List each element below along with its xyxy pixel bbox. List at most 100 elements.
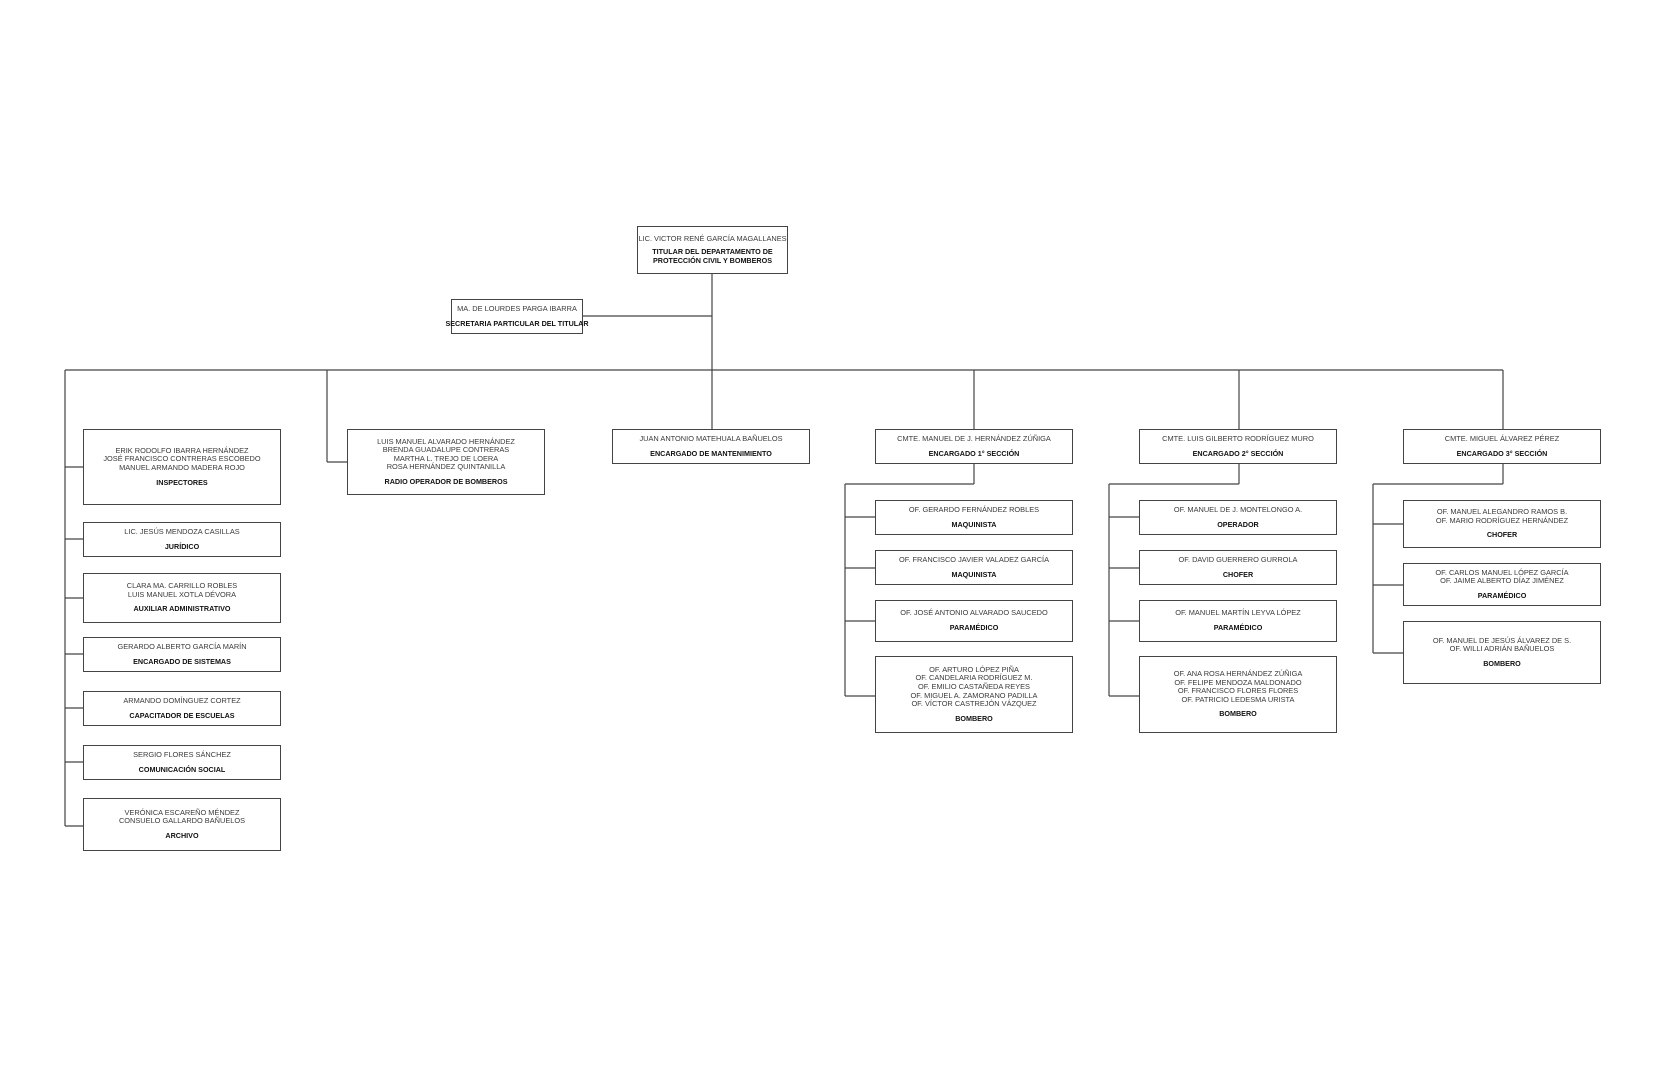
- person-name: LUIS MANUEL ALVARADO HERNÁNDEZ: [377, 436, 515, 446]
- radio-role: RADIO OPERADOR DE BOMBEROS: [384, 476, 508, 486]
- person-name: BRENDA GUADALUPE CONTRERAS: [382, 445, 510, 455]
- member-names: OF. DAVID GUERRERO GURROLA: [1178, 554, 1298, 565]
- capacitador-box: ARMANDO DOMÍNGUEZ CORTEZ CAPACITADOR DE …: [83, 691, 281, 726]
- section2-head-role: ENCARGADO 2° SECCIÓN: [1192, 448, 1284, 458]
- secretary-role: SECRETARIA PARTICULAR DEL TITULAR: [445, 318, 589, 328]
- juridico-role: JURÍDICO: [164, 541, 200, 551]
- section2-member-box: OF. MANUEL DE J. MONTELONGO A. OPERADOR: [1139, 500, 1337, 535]
- mantenimiento-box: JUAN ANTONIO MATEHUALA BAÑUELOS ENCARGAD…: [612, 429, 810, 464]
- head-names: LIC. VICTOR RENÉ GARCÍA MAGALLANES: [638, 233, 787, 244]
- person-name: OF. MARIO RODRÍGUEZ HERNÁNDEZ: [1435, 515, 1569, 525]
- role-line: TITULAR DEL DEPARTAMENTO DE: [652, 247, 773, 257]
- person-name: OF. PATRICIO LEDESMA URISTA: [1181, 694, 1295, 704]
- section1-head-role: ENCARGADO 1° SECCIÓN: [928, 448, 1020, 458]
- member-role: PARAMÉDICO: [949, 623, 999, 632]
- person-name: JUAN ANTONIO MATEHUALA BAÑUELOS: [639, 433, 783, 443]
- comunicacion-role: COMUNICACIÓN SOCIAL: [138, 764, 226, 774]
- archivo-names: VERÓNICA ESCAREÑO MÉNDEZ CONSUELO GALLAR…: [119, 807, 245, 826]
- inspectores-box: ERIK RODOLFO IBARRA HERNÁNDEZ JOSÉ FRANC…: [83, 429, 281, 505]
- member-names: OF. MANUEL DE J. MONTELONGO A.: [1173, 504, 1303, 515]
- mantenimiento-role: ENCARGADO DE MANTENIMIENTO: [650, 448, 772, 458]
- capacitador-role: CAPACITADOR DE ESCUELAS: [129, 710, 235, 720]
- section3-head-box: CMTE. MIGUEL ÁLVAREZ PÉREZ ENCARGADO 3° …: [1403, 429, 1601, 464]
- member-role: PARAMÉDICO: [1213, 623, 1263, 632]
- member-names: OF. MANUEL ALEGANDRO RAMOS B. OF. MARIO …: [1436, 508, 1568, 525]
- person-name: OF. ARTURO LÓPEZ PIÑA: [929, 664, 1019, 674]
- person-name: OF. EMILIO CASTAÑEDA REYES: [918, 681, 1030, 691]
- person-name: LUIS MANUEL XOTLA DÉVORA: [127, 589, 237, 599]
- person-name: LIC. JESÚS MENDOZA CASILLAS: [124, 526, 240, 536]
- person-name: JOSÉ FRANCISCO CONTRERAS ESCOBEDO: [103, 454, 261, 464]
- member-names: OF. FRANCISCO JAVIER VALADEZ GARCÍA: [898, 554, 1050, 565]
- person-name: OF. MANUEL ALEGANDRO RAMOS B.: [1436, 507, 1568, 517]
- person-name: OF. ANA ROSA HERNÁNDEZ ZÚÑIGA: [1173, 669, 1303, 679]
- member-names: OF. CARLOS MANUEL LÓPEZ GARCÍA OF. JAIME…: [1435, 567, 1569, 586]
- juridico-box: LIC. JESÚS MENDOZA CASILLAS JURÍDICO: [83, 522, 281, 557]
- section3-member-box: OF. CARLOS MANUEL LÓPEZ GARCÍA OF. JAIME…: [1403, 563, 1601, 606]
- person-name: OF. MANUEL DE JESÚS ÁLVAREZ DE S.: [1432, 635, 1572, 645]
- inspectores-role: INSPECTORES: [156, 477, 208, 487]
- mantenimiento-names: JUAN ANTONIO MATEHUALA BAÑUELOS: [639, 433, 783, 444]
- person-name: CMTE. MIGUEL ÁLVAREZ PÉREZ: [1444, 433, 1560, 443]
- member-role: MAQUINISTA: [951, 519, 997, 529]
- person-name: OF. MIGUEL A. ZAMORANO PADILLA: [910, 690, 1038, 700]
- member-names: OF. ANA ROSA HERNÁNDEZ ZÚÑIGA OF. FELIPE…: [1173, 669, 1303, 704]
- juridico-names: LIC. JESÚS MENDOZA CASILLAS: [124, 526, 240, 537]
- section2-member-box: OF. MANUEL MARTÍN LEYVA LÓPEZ PARAMÉDICO: [1139, 600, 1337, 642]
- person-name: ERIK RODOLFO IBARRA HERNÁNDEZ: [115, 445, 249, 455]
- section2-member-box: OF. ANA ROSA HERNÁNDEZ ZÚÑIGA OF. FELIPE…: [1139, 656, 1337, 733]
- member-role: PARAMÉDICO: [1477, 590, 1527, 600]
- person-name: OF. WILLI ADRIÁN BAÑUELOS: [1449, 644, 1555, 654]
- section3-head-names: CMTE. MIGUEL ÁLVAREZ PÉREZ: [1444, 433, 1560, 444]
- secretary-box: MA. DE LOURDES PARGA IBARRA SECRETARIA P…: [445, 299, 589, 334]
- person-name: OF. JAIME ALBERTO DÍAZ JIMÉNEZ: [1440, 576, 1564, 586]
- member-names: OF. MANUEL DE JESÚS ÁLVAREZ DE S. OF. WI…: [1432, 635, 1572, 654]
- person-name: MARTHA L. TREJO DE LOERA: [393, 453, 499, 463]
- section3-member-box: OF. MANUEL DE JESÚS ÁLVAREZ DE S. OF. WI…: [1403, 621, 1601, 684]
- person-name: OF. FRANCISCO FLORES FLORES: [1177, 686, 1299, 696]
- member-names: OF. JOSÉ ANTONIO ALVARADO SAUCEDO: [900, 609, 1047, 618]
- head-box: LIC. VICTOR RENÉ GARCÍA MAGALLANES TITUL…: [637, 226, 788, 274]
- member-names: OF. GERARDO FERNÁNDEZ ROBLES: [908, 504, 1040, 515]
- member-names: OF. ARTURO LÓPEZ PIÑA OF. CANDELARIA ROD…: [910, 664, 1038, 709]
- person-name: OF. FELIPE MENDOZA MALDONADO: [1174, 677, 1302, 687]
- person-name: OF. CANDELARIA RODRÍGUEZ M.: [915, 673, 1033, 683]
- member-role: BOMBERO: [955, 713, 993, 723]
- section1-head-box: CMTE. MANUEL DE J. HERNÁNDEZ ZÚÑIGA ENCA…: [875, 429, 1073, 464]
- section1-member-box: OF. ARTURO LÓPEZ PIÑA OF. CANDELARIA ROD…: [875, 656, 1073, 733]
- person-name: VERÓNICA ESCAREÑO MÉNDEZ: [124, 807, 240, 817]
- person-name: OF. MANUEL MARTÍN LEYVA LÓPEZ: [1175, 608, 1301, 618]
- auxiliar-box: CLARA MA. CARRILLO ROBLES LUIS MANUEL XO…: [83, 573, 281, 623]
- person-name: CMTE. MANUEL DE J. HERNÁNDEZ ZÚÑIGA: [897, 433, 1051, 443]
- member-role: OPERADOR: [1217, 519, 1259, 529]
- person-name: OF. DAVID GUERRERO GURROLA: [1178, 554, 1298, 564]
- person-name: CMTE. LUIS GILBERTO RODRÍGUEZ MURO: [1162, 433, 1314, 443]
- person-name: MANUEL ARMANDO MADERA ROJO: [119, 463, 245, 472]
- capacitador-names: ARMANDO DOMÍNGUEZ CORTEZ: [123, 695, 241, 706]
- secretary-names: MA. DE LOURDES PARGA IBARRA: [457, 304, 577, 314]
- comunicacion-names: SERGIO FLORES SÁNCHEZ: [133, 750, 231, 760]
- sistemas-box: GERARDO ALBERTO GARCÍA MARÍN ENCARGADO D…: [83, 637, 281, 672]
- section2-head-names: CMTE. LUIS GILBERTO RODRÍGUEZ MURO: [1162, 433, 1314, 444]
- member-names: OF. MANUEL MARTÍN LEYVA LÓPEZ: [1175, 609, 1301, 618]
- person-name: LIC. VICTOR RENÉ GARCÍA MAGALLANES: [638, 233, 787, 243]
- section1-member-box: OF. JOSÉ ANTONIO ALVARADO SAUCEDO PARAMÉ…: [875, 600, 1073, 642]
- sistemas-role: ENCARGADO DE SISTEMAS: [133, 656, 231, 666]
- member-role: BOMBERO: [1219, 709, 1257, 719]
- inspectores-names: ERIK RODOLFO IBARRA HERNÁNDEZ JOSÉ FRANC…: [103, 445, 261, 473]
- person-name: OF. GERARDO FERNÁNDEZ ROBLES: [908, 504, 1040, 514]
- radio-box: LUIS MANUEL ALVARADO HERNÁNDEZ BRENDA GU…: [347, 429, 545, 495]
- member-role: BOMBERO: [1483, 658, 1521, 668]
- member-role: MAQUINISTA: [951, 569, 997, 579]
- comunicacion-box: SERGIO FLORES SÁNCHEZ COMUNICACIÓN SOCIA…: [83, 745, 281, 780]
- person-name: OF. FRANCISCO JAVIER VALADEZ GARCÍA: [898, 554, 1050, 564]
- auxiliar-names: CLARA MA. CARRILLO ROBLES LUIS MANUEL XO…: [127, 582, 237, 599]
- person-name: OF. MANUEL DE J. MONTELONGO A.: [1173, 504, 1303, 514]
- person-name: OF. JOSÉ ANTONIO ALVARADO SAUCEDO: [900, 608, 1048, 618]
- section1-member-box: OF. GERARDO FERNÁNDEZ ROBLES MAQUINISTA: [875, 500, 1073, 535]
- person-name: ROSA HERNÁNDEZ QUINTANILLA: [386, 462, 506, 472]
- person-name: ARMANDO DOMÍNGUEZ CORTEZ: [123, 695, 241, 705]
- member-role: CHOFER: [1222, 569, 1254, 579]
- person-name: OF. VÍCTOR CASTREJÓN VÁZQUEZ: [911, 699, 1037, 709]
- person-name: OF. CARLOS MANUEL LÓPEZ GARCÍA: [1435, 567, 1569, 577]
